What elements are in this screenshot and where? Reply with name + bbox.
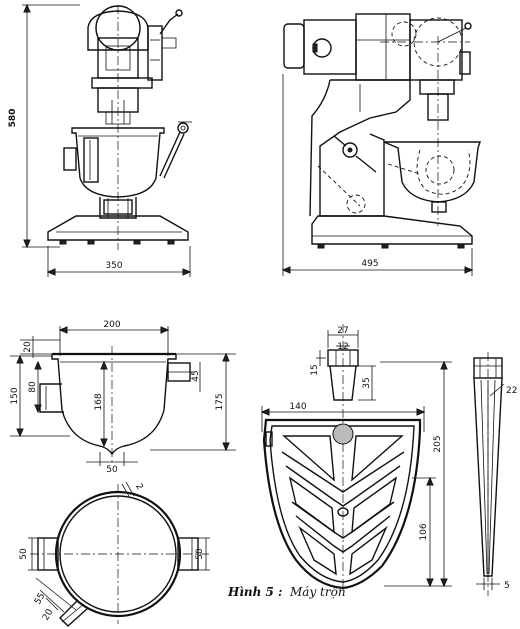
beater: 27 12 15 35 140 xyxy=(260,324,452,590)
bowl-elevation: 200 20 150 80 168 xyxy=(10,320,236,475)
dim-hub-height: 15 xyxy=(310,364,320,375)
dim-plan-55: 55 xyxy=(33,592,47,607)
dim-hook-tip: 22 xyxy=(506,386,517,396)
dim-side-width: 495 xyxy=(361,259,378,269)
dim-front-width: 350 xyxy=(105,261,122,271)
bowl-plan: 50 50 2 55 20 xyxy=(19,481,210,627)
dough-hook: 22 5 xyxy=(473,352,517,596)
side-view: 495 xyxy=(281,13,481,276)
dim-bowl-wall: 2 xyxy=(133,482,145,492)
caption-label: Hình 5 : xyxy=(227,585,282,599)
dim-bowl-rim: 20 xyxy=(23,341,33,353)
dim-bowl-handle-size: 45 xyxy=(191,370,201,381)
dim-plan-handle-right: 50 xyxy=(195,548,205,560)
figure-caption: Hình 5 : Máy trộn xyxy=(227,585,346,599)
caption-title: Máy trộn xyxy=(289,585,346,599)
dim-bowl-depth: 168 xyxy=(94,393,104,410)
dim-beater-height: 205 xyxy=(433,435,443,452)
dim-front-height: 580 xyxy=(8,109,18,128)
dim-beater-width: 140 xyxy=(289,402,306,412)
dim-plan-20: 20 xyxy=(41,607,56,622)
dim-bowl-bottom: 50 xyxy=(106,465,118,475)
dim-shank: 35 xyxy=(362,377,372,388)
front-view: 580 xyxy=(8,3,192,277)
dim-hook-bottom: 5 xyxy=(504,581,510,591)
dim-bowl-total-height: 175 xyxy=(215,393,225,410)
dim-bowl-side-height: 150 xyxy=(10,387,20,404)
dim-bowl-handle-offset: 80 xyxy=(28,381,38,393)
dim-plan-handle-left: 50 xyxy=(19,548,29,560)
dim-beater-lower: 106 xyxy=(419,523,429,540)
dim-bowl-top: 200 xyxy=(103,320,120,330)
